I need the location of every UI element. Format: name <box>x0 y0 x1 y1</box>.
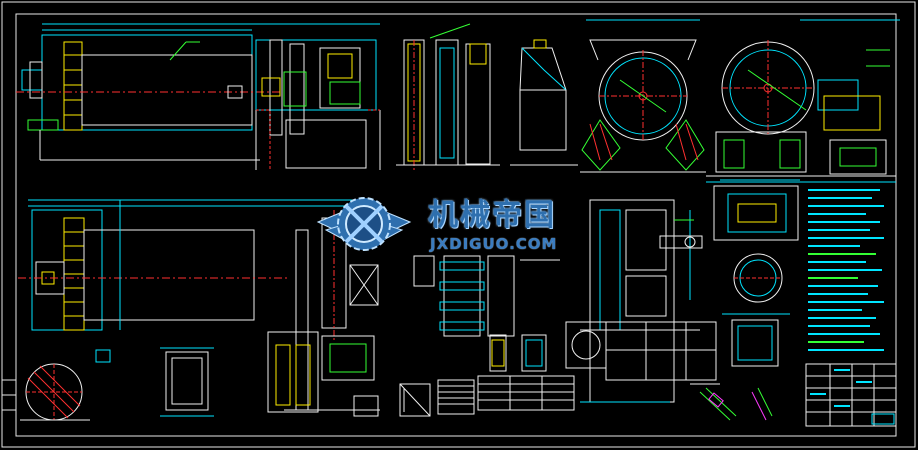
mill-cross-section-1 <box>580 19 706 173</box>
watermark-brand-en: JXDIGUO.COM <box>430 235 558 253</box>
title-block <box>805 363 897 427</box>
technical-notes-lines <box>808 189 884 351</box>
hopper-elevations-top <box>396 23 578 170</box>
notes-and-details-right <box>699 179 800 421</box>
bin-details-center <box>399 255 575 417</box>
gear-emblem-icon <box>337 197 391 251</box>
mill-cross-section-2 <box>706 19 900 183</box>
detail-section-left <box>20 347 214 421</box>
watermark-emblem <box>316 197 412 251</box>
mill-elevation-top-left <box>16 23 381 170</box>
watermark-brand-cn: 机械帝国 <box>428 198 556 233</box>
platform-plan-view <box>565 199 720 403</box>
watermark-text: 机械帝国 JXDIGUO.COM <box>428 198 608 260</box>
mill-plan-view <box>18 199 380 417</box>
